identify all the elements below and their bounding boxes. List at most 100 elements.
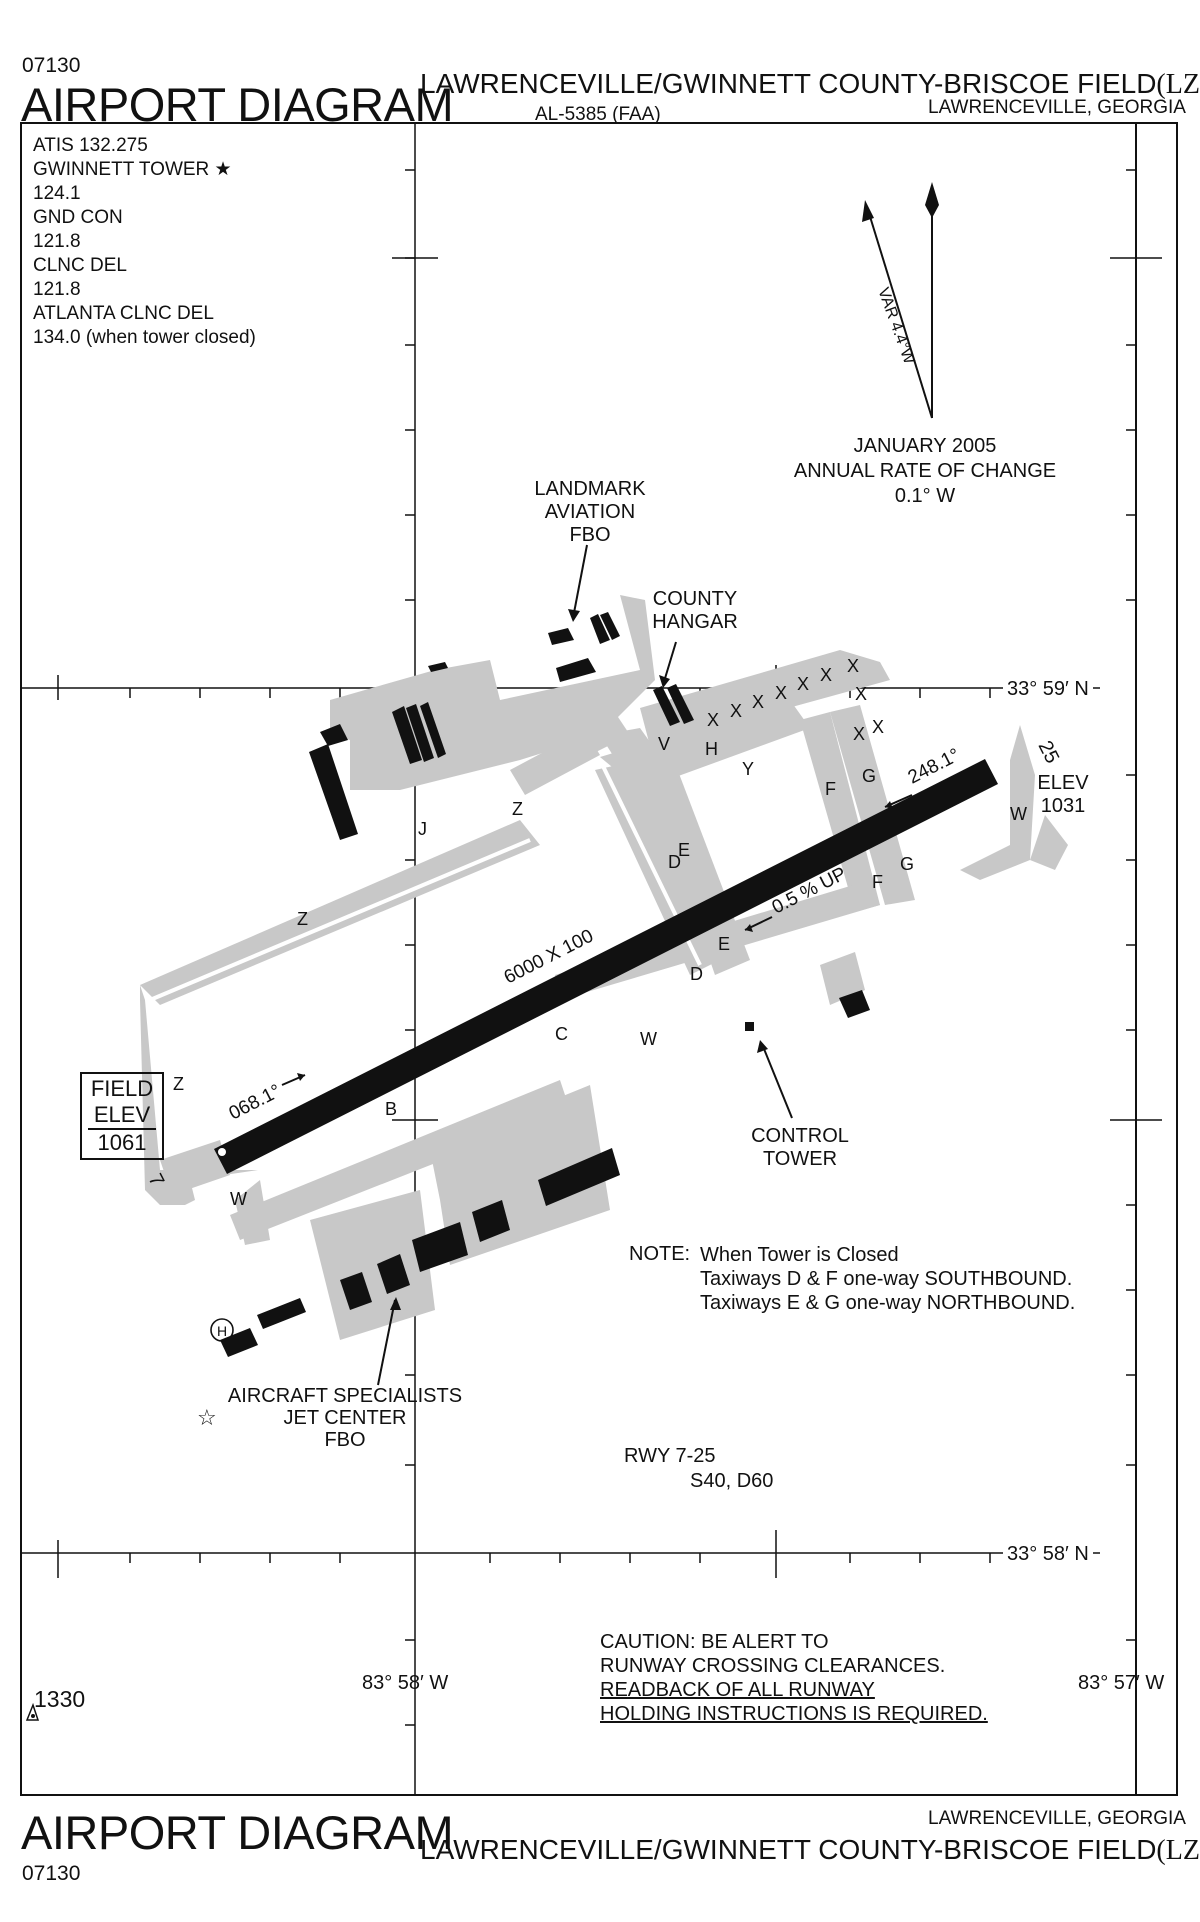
tower-line-1: CONTROL (751, 1125, 849, 1147)
leader-specialists-arrow (390, 1297, 401, 1310)
taxiway-label-z-north: Z (512, 799, 523, 819)
bldg-landmark-1 (548, 628, 574, 645)
diagram-frame (20, 122, 1178, 1796)
bldg-south-4 (377, 1254, 410, 1294)
taxiway-z-north-link (510, 730, 600, 795)
heading-arrow-west-head (297, 1073, 305, 1081)
svg-text:X: X (775, 683, 787, 703)
taxiway-label-g-south: G (900, 854, 914, 874)
magnetic-date: JANUARY 2005 (853, 435, 997, 457)
header-code: 07130 (22, 54, 81, 77)
taxiway-label-w-west: W (230, 1189, 247, 1209)
header-airport-id: (LZU) (1156, 69, 1200, 100)
note-line-2: Taxiways D & F one-way SOUTHBOUND. (700, 1268, 1073, 1290)
tower-line-2: TOWER (762, 1148, 838, 1170)
field-elev-line-1: FIELD (90, 1076, 154, 1101)
bldg-north-small (428, 662, 448, 672)
heading-arrow-east-head (885, 801, 893, 809)
footer-city-state: LAWRENCEVILLE, GEORGIA (928, 1808, 1186, 1829)
caution-block: CAUTION: BE ALERT TO RUNWAY CROSSING CLE… (600, 1630, 988, 1726)
runway-7-25 (214, 759, 998, 1174)
obstacle-height: 1330 (34, 1686, 86, 1712)
control-tower-marker (745, 1022, 754, 1031)
footer-airport-name: LAWRENCEVILLE/GWINNETT COUNTY-BRISCOE FI… (420, 1834, 1200, 1867)
note-block: When Tower is Closed Taxiways D & F one-… (700, 1243, 1075, 1315)
county-line-2: HANGAR (652, 611, 738, 633)
bldg-east-apron (839, 990, 870, 1018)
buildings (220, 612, 870, 1357)
svg-text:X: X (872, 717, 884, 737)
svg-text:X: X (847, 656, 859, 676)
county-hangar-label: COUNTY HANGAR (625, 588, 765, 634)
freq-tower: 124.1 (33, 183, 81, 204)
field-elevation-box: FIELD ELEV 1061 (80, 1072, 164, 1160)
header-title: AIRPORT DIAGRAM (21, 78, 454, 131)
longitude-east-label: 83° 57′ W (1078, 1672, 1165, 1694)
leader-landmark (572, 544, 588, 619)
taxiway-label-w-east: W (1010, 804, 1027, 824)
taxiway-label-d-south: D (690, 964, 703, 984)
taxiway-label-z-west: Z (173, 1074, 184, 1094)
footer-code: 07130 (22, 1862, 81, 1885)
obstacle-icon (25, 1702, 40, 1721)
gradient-arrow-head (745, 924, 753, 932)
leader-county-arrow (659, 675, 670, 688)
leader-aircraft-specialists (377, 1299, 396, 1386)
freq-clnc: 121.8 (33, 279, 81, 300)
leader-control-tower (761, 1043, 793, 1119)
bldg-south-2 (472, 1200, 510, 1242)
runway-end-25-label: 25 (1034, 737, 1064, 767)
taxiway-labels: Z Z Z J V H Y F G W D E E D F G W C B W (173, 734, 1027, 1209)
bldg-north-apron-3 (420, 702, 446, 758)
specialists-line-2: JET CENTER (283, 1407, 407, 1429)
bldg-county-hangar-1 (653, 686, 680, 726)
taxiway-label-w-middle: W (640, 1029, 657, 1049)
freq-atl-clnc: 134.0 (when tower closed) (33, 327, 256, 348)
note-line-3: Taxiways E & G one-way NORTHBOUND. (700, 1292, 1076, 1314)
helipad-circle (210, 1318, 234, 1342)
bldg-northwest-1 (320, 724, 348, 746)
magnetic-rate-value: 0.1° W (894, 485, 956, 507)
latitude-north-label: 33° 59′ N (1003, 678, 1093, 701)
caution-line-2: RUNWAY CROSSING CLEARANCES. (600, 1655, 946, 1677)
caution-line-1: CAUTION: BE ALERT TO (600, 1631, 829, 1653)
obstacle-dot (31, 1714, 35, 1718)
taxiway-label-d-north: D (668, 852, 681, 872)
taxiway-label-j: J (418, 819, 427, 839)
taxiway-z-west-leg (140, 985, 258, 1205)
control-tower-label: CONTROL TOWER (725, 1125, 875, 1171)
header-airport-name: LAWRENCEVILLE/GWINNETT COUNTY-BRISCOE FI… (420, 68, 1200, 101)
leader-tower-arrow (757, 1040, 768, 1053)
taxiway-h-strip (640, 650, 890, 746)
bldg-landmark-3 (590, 614, 610, 644)
header-airport-name-text: LAWRENCEVILLE/GWINNETT COUNTY-BRISCOE FI… (420, 68, 1157, 99)
specialists-line-3: FBO (324, 1429, 366, 1451)
svg-text:X: X (820, 665, 832, 685)
svg-text:X: X (853, 724, 865, 744)
bldg-north-apron-1 (392, 706, 422, 764)
taxiway-z-diagonal (140, 820, 540, 1005)
specialists-line-1: AIRCRAFT SPECIALISTS (227, 1385, 463, 1407)
caution-line-3: READBACK OF ALL RUNWAY (600, 1679, 875, 1701)
note-line-1: When Tower is Closed (700, 1244, 899, 1266)
svg-text:X: X (855, 684, 867, 704)
bldg-northwest-2 (309, 744, 358, 840)
frequency-list: ATIS 132.275 GWINNETT TOWER ★ 124.1 GND … (33, 134, 256, 350)
runway-strength-rwy: RWY 7-25 (624, 1445, 716, 1467)
taxiway-label-b: B (385, 1099, 397, 1119)
apron-east-end-piece (1030, 815, 1068, 870)
bldg-north-apron-2 (406, 704, 434, 762)
east-apron-block (820, 952, 865, 1005)
freq-gnd-name: GND CON (33, 207, 123, 228)
bldg-landmark-4 (600, 612, 620, 640)
note-label: NOTE: (629, 1243, 691, 1265)
header-city-state: LAWRENCEVILLE, GEORGIA (928, 97, 1186, 118)
bldg-southwest-2 (220, 1328, 258, 1357)
taxiway-w-middle (555, 880, 880, 1000)
runway-strength-values: S40, D60 (690, 1470, 774, 1492)
true-north-arrow-head (925, 182, 939, 218)
bldg-landmark-2 (556, 658, 596, 682)
south-apron-west (310, 1190, 435, 1340)
field-elev-line-2: ELEV (93, 1102, 151, 1127)
